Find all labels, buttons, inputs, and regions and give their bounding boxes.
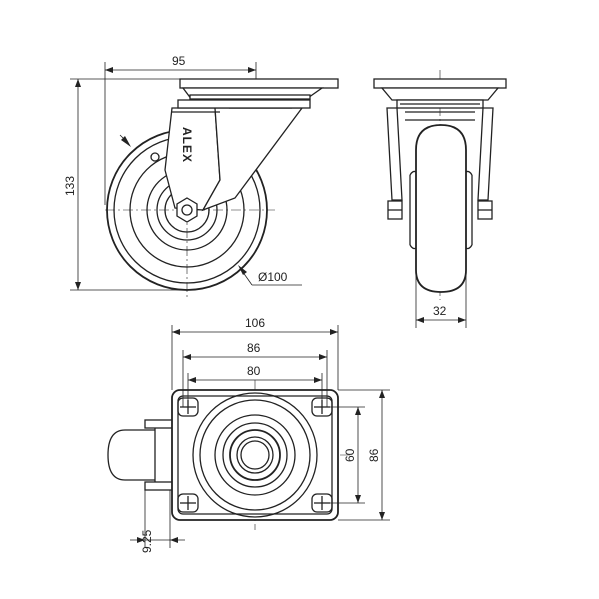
side-view-fork — [164, 107, 304, 223]
top-view: 106 86 80 60 — [107, 316, 390, 553]
dim-overall-height: 133 — [63, 78, 187, 291]
dim-hole-spacing-inner: 80 — [187, 364, 323, 400]
dim-label-80: 80 — [247, 364, 261, 378]
dim-hole-spacing-vertical-outer: 86 — [338, 389, 390, 521]
dim-plate-width: 106 — [171, 316, 339, 390]
dim-top-plate-offset: 95 — [104, 54, 257, 205]
top-view-plate — [171, 389, 339, 521]
dim-label-95: 95 — [172, 54, 186, 68]
dim-swivel-offset: 9.25 — [130, 490, 185, 553]
dim-label-106: 106 — [245, 316, 265, 330]
dim-label-diameter: Ø100 — [258, 270, 288, 284]
dim-label-9-25: 9.25 — [140, 529, 154, 553]
dim-label-32: 32 — [433, 304, 447, 318]
dim-label-133: 133 — [63, 176, 77, 196]
front-view-wheel — [409, 124, 473, 293]
side-view: ALEX 95 133 Ø100 — [63, 54, 339, 300]
side-view-top-plate — [177, 78, 339, 109]
front-view: 32 — [373, 70, 507, 328]
dim-hole-spacing-vertical-inner: 60 — [330, 406, 365, 504]
dim-wheel-diameter: Ø100 — [119, 134, 302, 286]
dim-label-86-v: 86 — [367, 448, 381, 462]
dim-wheel-width: 32 — [415, 270, 467, 328]
brand-mark: ALEX — [180, 127, 194, 163]
top-view-wheel — [107, 419, 176, 491]
dim-label-60: 60 — [343, 448, 357, 462]
dim-label-86-h: 86 — [247, 341, 261, 355]
dim-hole-spacing-outer: 86 — [182, 341, 328, 407]
